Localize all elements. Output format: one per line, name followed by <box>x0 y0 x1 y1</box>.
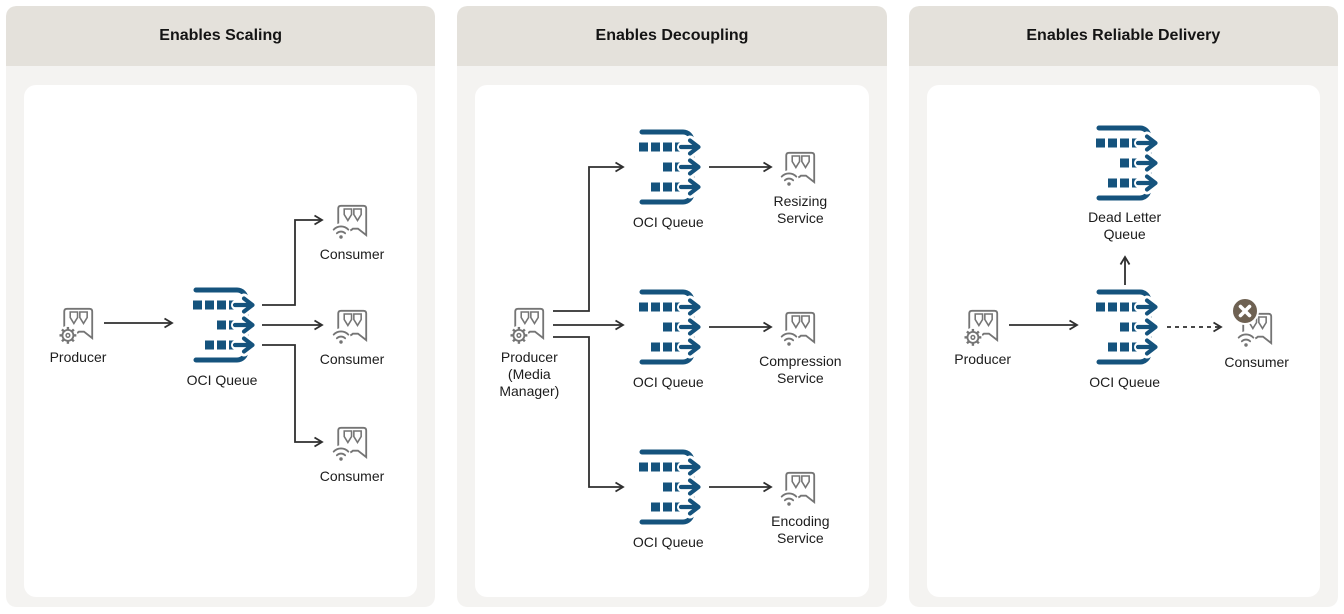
consumer-label: Consumer <box>319 246 385 262</box>
panel-title-decoupling: Enables Decoupling <box>457 6 887 66</box>
oci-queue-icon <box>1087 287 1163 367</box>
diagram-card-decoupling: Producer (Media Manager) OCI Queue OCI Q… <box>475 85 869 597</box>
consumer-icon <box>330 198 374 242</box>
consumer-label: Consumer <box>1224 354 1289 370</box>
diagram-card-reliable-delivery: Dead Letter Queue Producer OCI Queue Con… <box>926 85 1320 597</box>
consumer-label: Consumer <box>319 351 385 367</box>
connector-producer-to-queue-top <box>553 161 626 312</box>
dead-letter-queue-icon <box>1087 123 1163 203</box>
consumer-icon <box>330 303 374 347</box>
panel-enables-reliable-delivery: Enables Reliable Delivery De <box>908 6 1338 607</box>
oci-queue-icon <box>630 287 706 367</box>
dead-letter-queue-label: Dead Letter Queue <box>1088 209 1162 243</box>
panel-enables-scaling: Enables Scaling <box>6 6 436 607</box>
consumer-icon <box>330 420 374 464</box>
panel-title-scaling: Enables Scaling <box>6 6 436 66</box>
oci-queue-label: OCI Queue <box>632 374 704 390</box>
producer-icon <box>961 303 1005 347</box>
oci-queue-label: OCI Queue <box>186 372 258 388</box>
consumer-label: Consumer <box>319 468 385 484</box>
producer-label: Producer (Media Manager) <box>499 349 560 400</box>
error-x-badge-icon <box>1230 296 1260 326</box>
oci-queue-label: OCI Queue <box>1089 374 1161 390</box>
oci-queue-icon <box>630 127 706 207</box>
producer-label: Producer <box>49 349 107 365</box>
producer-label: Producer <box>954 351 1012 367</box>
oci-queue-label: OCI Queue <box>632 214 704 230</box>
panel-enables-decoupling: Enables Decoupling <box>457 6 887 607</box>
producer-icon <box>507 301 551 345</box>
consumer-icon <box>778 305 822 349</box>
oci-queue-icon <box>630 447 706 527</box>
oci-queue-icon <box>184 285 260 365</box>
consumer-icon <box>778 465 822 509</box>
resizing-service-label: Resizing Service <box>773 193 828 227</box>
panel-title-reliable-delivery: Enables Reliable Delivery <box>908 6 1338 66</box>
consumer-icon <box>778 145 822 189</box>
diagram-card-scaling: Producer OCI Queue Consumer Consumer Con… <box>24 85 418 597</box>
compression-service-label: Compression Service <box>759 353 842 387</box>
oci-queue-label: OCI Queue <box>632 534 704 550</box>
encoding-service-label: Encoding Service <box>771 513 830 547</box>
producer-icon <box>56 301 100 345</box>
